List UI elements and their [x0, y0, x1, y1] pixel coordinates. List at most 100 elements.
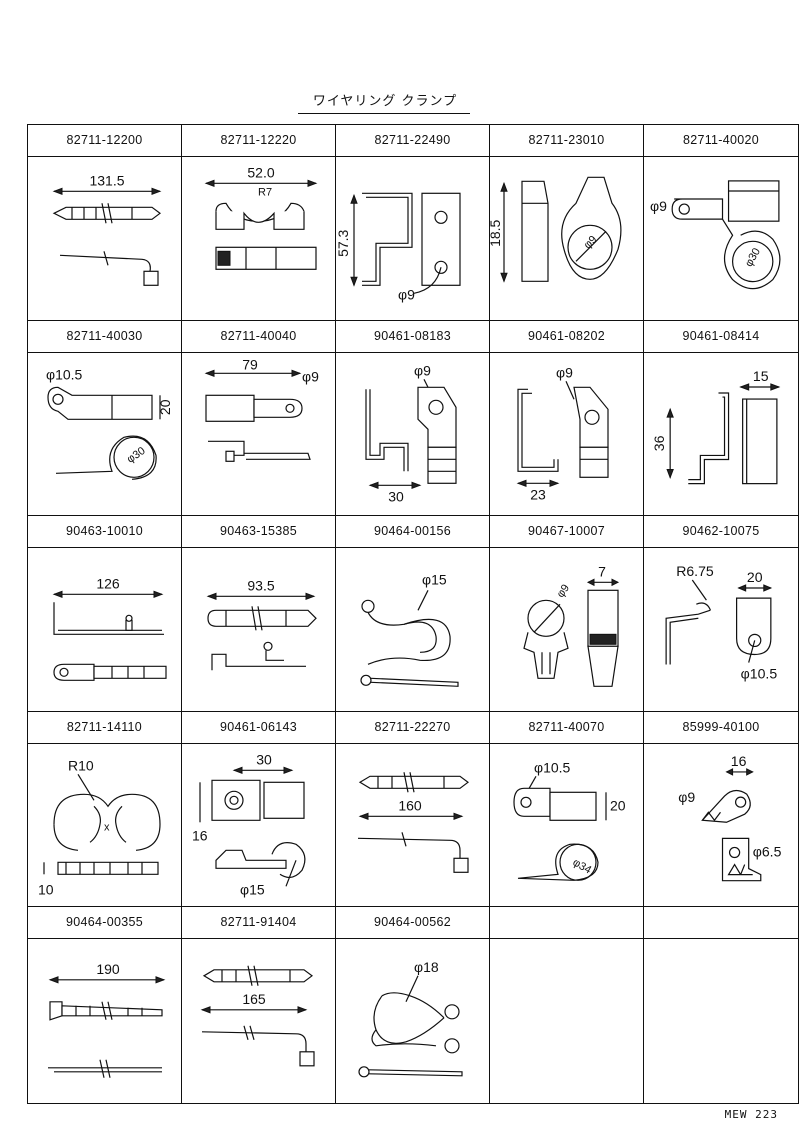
part-cell[interactable]: 82711-22270 160 [336, 711, 490, 908]
dimension-label: φ9 [556, 364, 573, 380]
dimension-label: φ34 [571, 856, 594, 876]
dimension-label: 126 [96, 575, 120, 591]
part-number: 82711-12220 [182, 125, 335, 157]
dimension-label: 15 [753, 368, 769, 384]
part-cell[interactable]: 90463-15385 93.5 [182, 516, 336, 712]
dimension-label: φ30 [125, 444, 148, 465]
dimension-label: 79 [242, 356, 258, 372]
part-drawing: R10 x 10 [32, 748, 177, 903]
parts-grid: 82711-12200 131.5 82711-12220 52.0 R7 [27, 124, 799, 1104]
dimension-label: 18.5 [487, 219, 503, 246]
dimension-label: 52.0 [247, 164, 274, 180]
part-cell[interactable]: 90463-10010 126 [28, 516, 182, 712]
part-cell[interactable]: 90462-10075 R6.75 20 φ10.5 [644, 516, 798, 712]
part-drawing: 30 16 φ15 [186, 748, 331, 903]
dimension-label: φ10.5 [534, 759, 571, 775]
part-drawing: 126 [32, 552, 177, 707]
part-drawing: 57.3 φ9 [335, 161, 485, 316]
part-number: 82711-22270 [336, 712, 489, 744]
part-cell[interactable]: 82711-22490 57.3 φ9 [335, 125, 490, 321]
dimension-label: 16 [731, 753, 747, 769]
dimension-label: R6.75 [676, 563, 714, 579]
part-number: 90463-10010 [28, 516, 181, 549]
part-drawing: R6.75 20 φ10.5 [648, 552, 794, 707]
part-cell[interactable]: 90461-08414 15 36 [644, 321, 798, 517]
part-drawing: φ9 30 [340, 357, 485, 512]
dimension-label: φ9 [650, 198, 667, 214]
footer-code: MEW 223 [724, 1108, 778, 1121]
part-cell[interactable]: 90464-00355 190 [28, 907, 182, 1103]
dimension-label: 20 [747, 569, 763, 585]
part-cell[interactable]: 82711-40040 79 φ9 [182, 320, 336, 517]
part-number: 90462-10075 [644, 516, 798, 549]
part-number: 90461-08414 [644, 321, 798, 353]
part-drawing: 15 36 [648, 357, 794, 512]
part-drawing: 190 [32, 943, 177, 1099]
part-number: 82711-40070 [490, 712, 643, 744]
part-number: 90467-10007 [490, 516, 643, 549]
part-cell[interactable]: 82711-40030 φ10.5 20 φ30 [28, 320, 182, 517]
dimension-label: φ15 [240, 881, 265, 897]
part-cell[interactable]: 90464-00156 φ15 [336, 516, 490, 712]
part-number: 90464-00562 [336, 907, 489, 940]
part-cell[interactable]: 82711-12200 131.5 [28, 125, 182, 321]
part-number: 90463-15385 [182, 516, 335, 549]
part-cell[interactable]: 82711-23010 18.5 φ9 [487, 125, 644, 321]
part-number: 90461-06143 [182, 712, 335, 744]
part-cell[interactable]: 90467-10007 φ9 7 [490, 516, 644, 712]
dimension-label: φ9 [414, 362, 431, 378]
dimension-label: φ10.5 [741, 666, 778, 682]
dimension-label: 7 [598, 563, 606, 579]
part-drawing: φ9 φ30 [648, 161, 794, 316]
part-cell[interactable]: 90461-06143 30 16 φ15 [182, 711, 336, 908]
dimension-label: 20 [157, 399, 173, 415]
part-number [490, 907, 643, 940]
empty-cell [644, 907, 798, 1103]
dimension-label: 190 [96, 961, 120, 977]
dimension-label: φ6.5 [753, 843, 782, 859]
dimension-label: 23 [530, 486, 546, 502]
part-drawing: φ10.5 20 φ30 [32, 357, 177, 512]
dimension-label: φ15 [422, 571, 447, 587]
part-cell[interactable]: 82711-40020 φ9 φ30 [644, 125, 798, 321]
dimension-label: 165 [242, 991, 266, 1007]
part-cell[interactable]: 90461-08183 φ9 30 [336, 320, 490, 517]
dimension-label: 36 [651, 435, 667, 451]
part-cell[interactable]: 82711-12220 52.0 R7 [182, 125, 336, 321]
dimension-label: 160 [398, 797, 422, 813]
part-number: 90461-08202 [490, 321, 643, 353]
part-drawing: 93.5 [186, 552, 331, 707]
part-number: 90464-00156 [336, 516, 489, 549]
part-drawing: φ9 23 [494, 357, 639, 512]
dimension-label: 131.5 [89, 172, 124, 188]
part-number: 82711-22490 [336, 125, 489, 157]
part-number: 82711-40020 [644, 125, 798, 157]
part-number: 82711-91404 [182, 907, 335, 940]
part-number [644, 907, 798, 940]
dimension-label: 30 [256, 751, 272, 767]
part-drawing: 160 [340, 748, 485, 903]
part-drawing: 79 φ9 [186, 356, 331, 512]
part-cell[interactable]: 85999-40100 16 φ9 φ6.5 [644, 712, 798, 908]
part-number: 82711-23010 [490, 125, 643, 157]
part-cell[interactable]: 90464-00562 φ18 [336, 907, 490, 1103]
part-drawing: 16 φ9 φ6.5 [648, 748, 794, 903]
dimension-label: φ9 [302, 368, 319, 384]
part-number: 90464-00355 [28, 907, 181, 940]
dimension-label: φ18 [414, 959, 439, 975]
part-cell[interactable]: 82711-40070 φ10.5 20 φ34 [490, 711, 644, 908]
dimension-label: φ9 [555, 582, 572, 600]
part-number: 82711-40040 [182, 321, 335, 353]
title-underline [298, 113, 470, 114]
part-drawing: 18.5 φ9 [487, 161, 639, 316]
part-drawing: 165 [186, 943, 331, 1099]
dimension-label: φ10.5 [46, 366, 83, 382]
part-cell[interactable]: 82711-91404 165 [182, 907, 336, 1103]
page-title: ワイヤリング クランプ [312, 94, 458, 109]
dimension-label: 30 [388, 488, 404, 504]
part-cell[interactable]: 82711-14110 R10 x 10 [28, 711, 182, 908]
part-cell[interactable]: 90461-08202 φ9 23 [490, 320, 644, 517]
part-drawing: φ15 [340, 552, 485, 707]
dimension-label: 57.3 [335, 229, 351, 256]
dimension-label: 20 [610, 797, 626, 813]
